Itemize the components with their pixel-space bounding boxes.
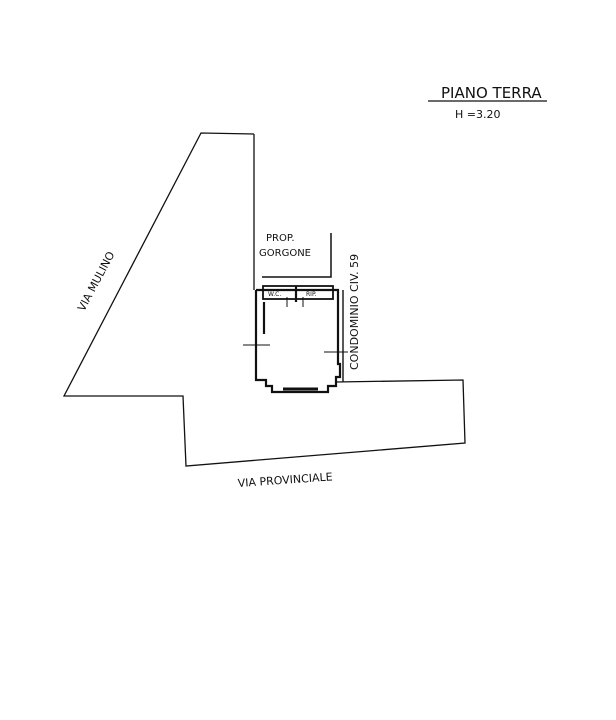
- title-block: PIANO TERRA H =3.20: [428, 84, 547, 121]
- floor-title: PIANO TERRA: [441, 84, 542, 102]
- street-label-via-mulino: VIA MULINO: [75, 249, 117, 313]
- room-label-wc: W.C.: [268, 291, 281, 298]
- building: [243, 285, 348, 394]
- neighbor-label-line1: PROP.: [266, 233, 295, 244]
- lot-outline: [62, 132, 466, 467]
- street-label-via-provinciale: VIA PROVINCIALE: [237, 470, 333, 490]
- neighbor-boundary: [262, 233, 332, 278]
- condominium-label: CONDOMINIO CIV. 59: [348, 254, 361, 370]
- neighbor-label-line2: GORGONE: [259, 248, 311, 259]
- room-label-rip: RIP.: [306, 291, 317, 298]
- ceiling-height: H =3.20: [455, 108, 500, 121]
